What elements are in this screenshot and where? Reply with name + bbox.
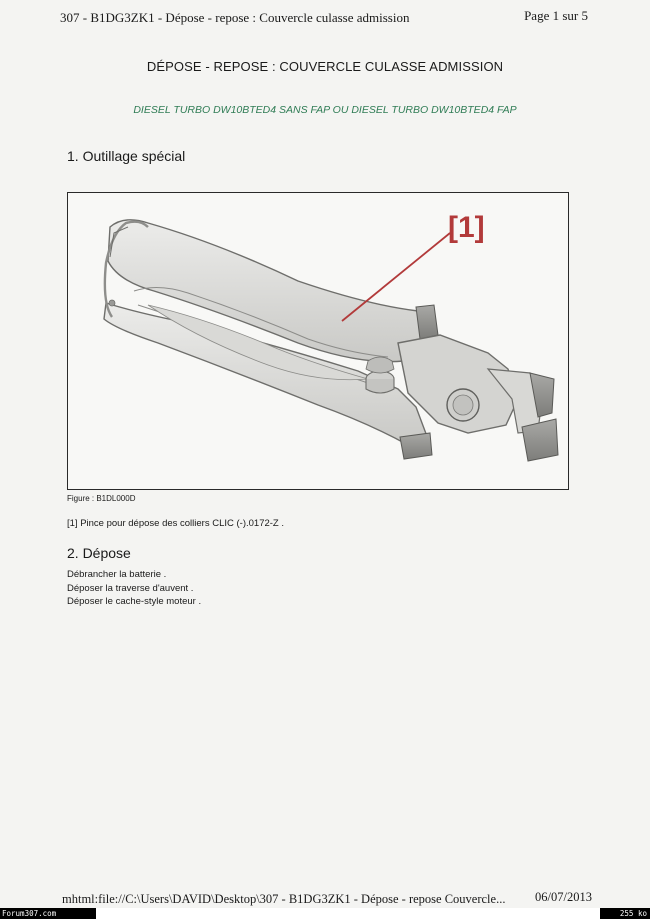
figure-pliers-tool: [1]: [67, 192, 569, 490]
pliers-head-shape: [397, 334, 519, 434]
callout-leader-line: [341, 232, 451, 322]
page-number: Page 1 sur 5: [524, 8, 588, 23]
section-heading-outillage: 1. Outillage spécial: [67, 148, 186, 164]
watermark-site: Forum307.com: [0, 908, 96, 919]
figure-caption: Figure : B1DL000D: [67, 494, 136, 503]
footer-date: 06/07/2013: [535, 890, 592, 904]
watermark-size: 255 ko: [600, 908, 650, 919]
document-title: DÉPOSE - REPOSE : COUVERCLE CULASSE ADMI…: [146, 59, 504, 74]
header-title: 307 - B1DG3ZK1 - Dépose - repose : Couve…: [60, 10, 410, 25]
footer-file-path: mhtml:file://C:\Users\DAVID\Desktop\307 …: [62, 892, 506, 906]
watermark-bar: Forum307.com 255 ko: [0, 908, 650, 919]
step-item: Déposer la traverse d'auvent .: [67, 582, 194, 594]
page-header: 307 - B1DG3ZK1 - Dépose - repose : Couve…: [60, 8, 588, 28]
section-heading-depose: 2. Dépose: [67, 545, 131, 561]
pliers-illustration: [1]: [103, 211, 559, 462]
step-item: Déposer le cache-style moteur .: [67, 596, 202, 607]
tool-item-description: [1] Pince pour dépose des colliers CLIC …: [67, 518, 285, 529]
step-item: Débrancher la batterie .: [67, 569, 167, 580]
page-footer: mhtml:file://C:\Users\DAVID\Desktop\307 …: [62, 890, 592, 908]
wire-clip: [103, 220, 149, 318]
depose-steps-list: Débrancher la batterie . Déposer la trav…: [67, 568, 201, 609]
callout-marker-1: [1]: [448, 211, 485, 244]
document-subtitle: DIESEL TURBO DW10BTED4 SANS FAP OU DIESE…: [133, 104, 517, 116]
